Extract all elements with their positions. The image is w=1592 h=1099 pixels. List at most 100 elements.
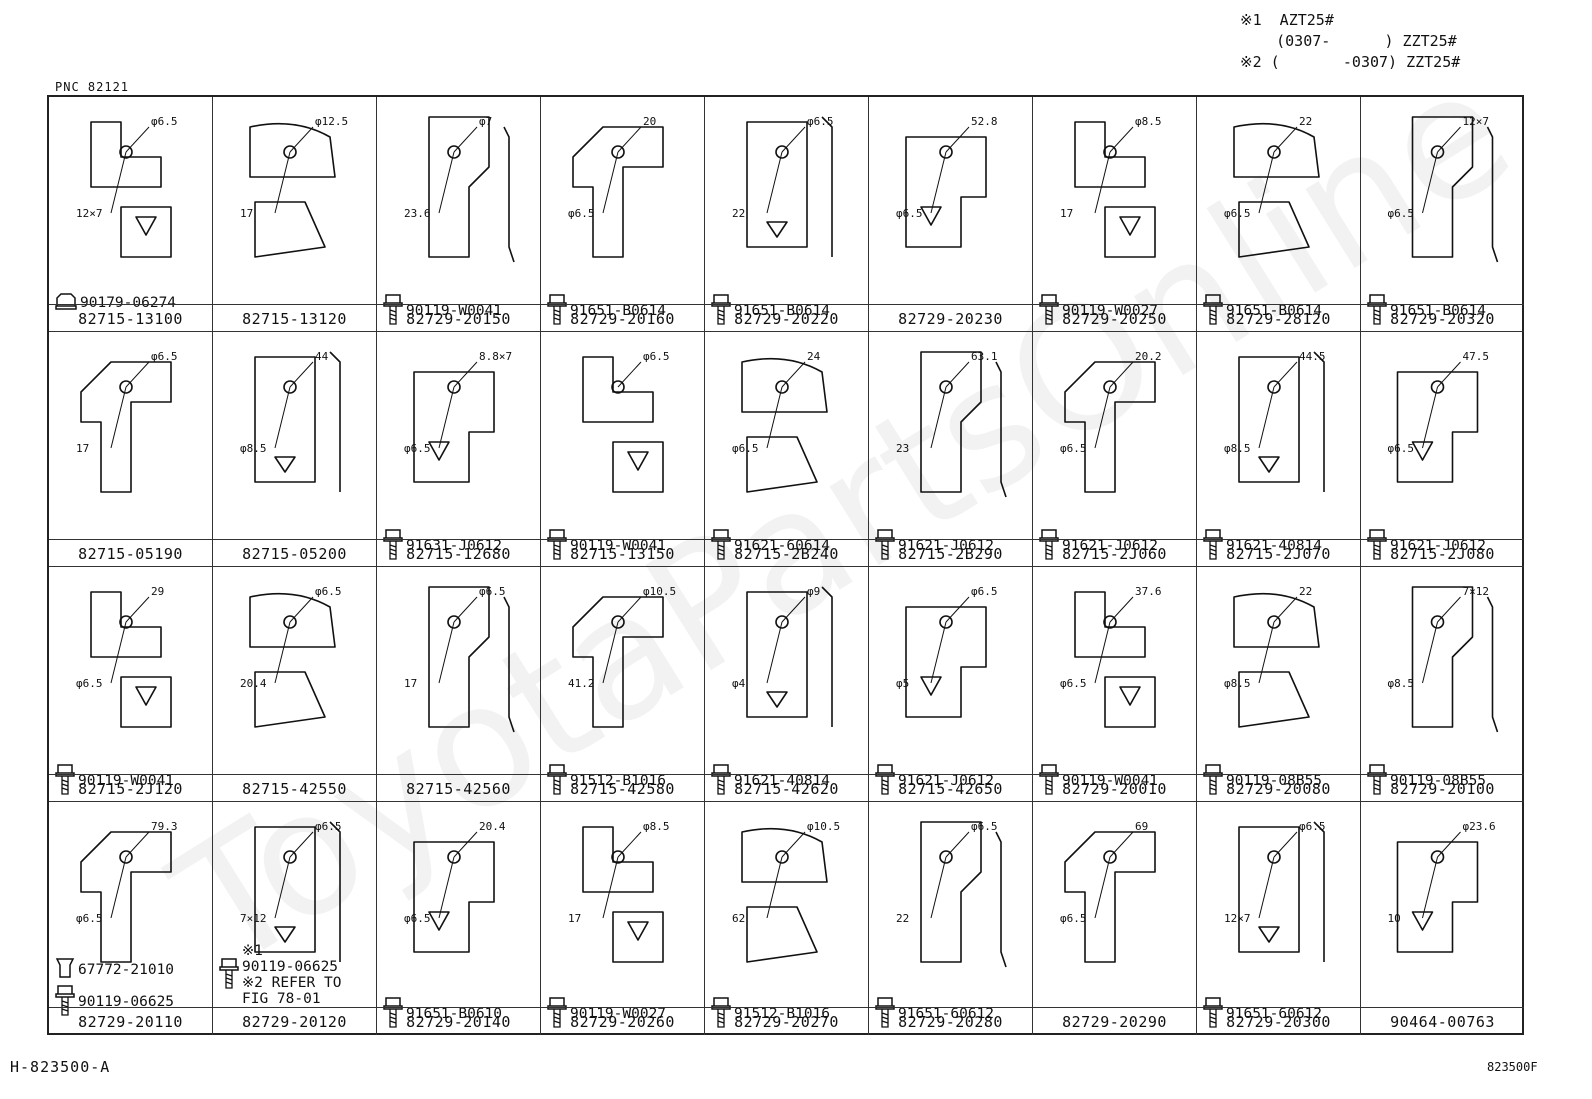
dimension-label: 17 — [568, 912, 581, 925]
part-number[interactable]: 82729-20100 — [1390, 780, 1495, 798]
fastener-callout: 91621-J0612 — [875, 527, 994, 565]
part-number[interactable]: 82729-20080 — [1226, 780, 1331, 798]
cell-divider — [541, 774, 704, 775]
dimension-label: φ4 — [732, 677, 746, 690]
part-number[interactable]: 82715-05190 — [78, 545, 183, 563]
fastener-part-number: 91621-J0612 — [898, 773, 995, 789]
dimension-label: 22 — [1299, 585, 1312, 598]
part-number[interactable]: 82715-42550 — [242, 780, 347, 798]
bolt-icon — [55, 762, 75, 800]
part-number[interactable]: 82715-13120 — [242, 310, 347, 328]
part-number[interactable]: 82729-20300 — [1226, 1013, 1331, 1031]
dimension-label: φ6.5 — [151, 350, 178, 363]
part-number[interactable]: 82715-42560 — [406, 780, 511, 798]
bolt-icon — [547, 995, 567, 1033]
part-number[interactable]: 82729-20290 — [1062, 1013, 1167, 1031]
part-number[interactable]: 82715-2J080 — [1390, 545, 1495, 563]
bolt-icon — [711, 762, 731, 800]
part-number[interactable]: 82715-2J120 — [78, 780, 183, 798]
fastener-part-number: 91621-J0612 — [1390, 538, 1487, 554]
cell-divider — [541, 304, 704, 305]
cell-divider — [1361, 1007, 1524, 1008]
part-number[interactable]: 82715-2B240 — [734, 545, 839, 563]
dimension-label: φ8.5 — [1224, 442, 1251, 455]
part-number[interactable]: 82729-20270 — [734, 1013, 839, 1031]
fastener-part-number: 90119-06625 — [78, 994, 175, 1010]
part-number[interactable]: 82715-2J060 — [1062, 545, 1167, 563]
fastener-callout: 91651-B0614 — [1367, 292, 1486, 330]
part-number[interactable]: 82715-42650 — [898, 780, 1003, 798]
dimension-label: φ8.5 — [1388, 677, 1415, 690]
dimension-label: 23.6 — [404, 207, 431, 220]
bolt-icon — [1039, 527, 1059, 565]
bolt-icon — [383, 292, 403, 330]
part-number[interactable]: 82729-20010 — [1062, 780, 1167, 798]
fastener-part-number: 91621-60614 — [734, 538, 831, 554]
part-number[interactable]: 82729-20140 — [406, 1013, 511, 1031]
part-number[interactable]: 82729-20320 — [1390, 310, 1495, 328]
fastener-callout: 91651-B0614 — [1203, 292, 1322, 330]
dimension-label: φ6.5 — [1060, 912, 1087, 925]
part-number[interactable]: 82729-28120 — [1226, 310, 1331, 328]
part-number[interactable]: 82729-20260 — [570, 1013, 675, 1031]
dimension-label: 12×7 — [76, 207, 103, 220]
fastener-callout: 90119-W0041 — [547, 527, 666, 565]
part-number[interactable]: 82729-20220 — [734, 310, 839, 328]
part-number[interactable]: 82715-42580 — [570, 780, 675, 798]
pnc-label: PNC 82121 — [55, 80, 130, 94]
fastener-callout: 90119-W0041 — [55, 762, 174, 800]
fastener-callout: 91651-B0614 — [547, 292, 666, 330]
part-number[interactable]: 82729-20230 — [898, 310, 1003, 328]
part-number[interactable]: 82729-20120 — [242, 1013, 347, 1031]
dimension-label: φ6.5 — [1388, 207, 1415, 220]
dimension-label: φ6.5 — [1060, 442, 1087, 455]
cell-divider — [541, 1007, 704, 1008]
part-number[interactable]: 82729-20110 — [78, 1013, 183, 1031]
cell-divider — [705, 774, 868, 775]
bolt-icon — [55, 983, 75, 1021]
part-number[interactable]: 82715-2B290 — [898, 545, 1003, 563]
dimension-label: 10 — [1388, 912, 1401, 925]
part-number[interactable]: 82715-12680 — [406, 545, 511, 563]
part-number[interactable]: 82729-20160 — [570, 310, 675, 328]
part-number[interactable]: 82715-13100 — [78, 310, 183, 328]
cell-divider — [377, 539, 540, 540]
part-number[interactable]: 82715-05200 — [242, 545, 347, 563]
cell-divider — [541, 539, 704, 540]
part-number[interactable]: 90464-00763 — [1390, 1013, 1495, 1031]
fastener-part-number: FIG 78-01 — [242, 991, 321, 1007]
dimension-label: φ10.5 — [643, 585, 676, 598]
note-line: (0307- ) ZZT25# — [1240, 32, 1457, 50]
part-number[interactable]: 82715-42620 — [734, 780, 839, 798]
fastener-part-number: 90119-W0041 — [78, 773, 175, 789]
part-number[interactable]: 82729-20250 — [1062, 310, 1167, 328]
part-number[interactable]: 82715-13150 — [570, 545, 675, 563]
part-number[interactable]: 82729-20150 — [406, 310, 511, 328]
part-number[interactable]: 82729-20280 — [898, 1013, 1003, 1031]
dimension-label: 8.8×7 — [479, 350, 512, 363]
cell-divider — [1361, 539, 1524, 540]
dimension-label: 63.1 — [971, 350, 998, 363]
fastener-part-number: 91621-J0612 — [898, 538, 995, 554]
cell-divider — [1033, 304, 1196, 305]
dimension-label: φ6.5 — [1299, 820, 1326, 833]
note-line: ※1 AZT25# — [1240, 11, 1334, 29]
dimension-label: φ6.5 — [404, 912, 431, 925]
part-number[interactable]: 82715-2J070 — [1226, 545, 1331, 563]
dimension-label: φ6.5 — [151, 115, 178, 128]
